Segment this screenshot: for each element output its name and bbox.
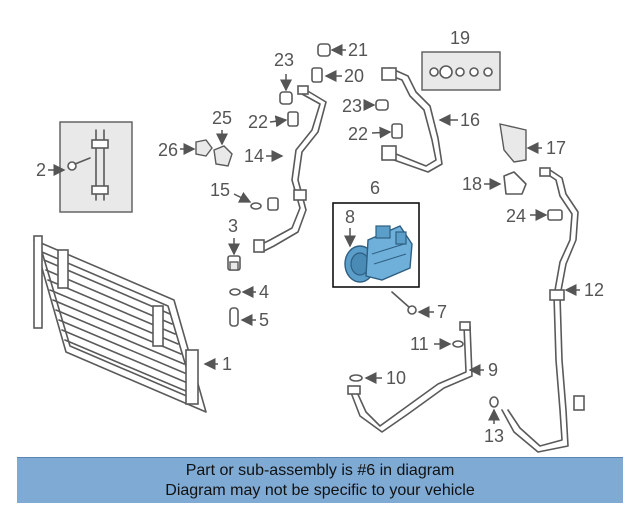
hose-part-16[interactable] xyxy=(381,67,443,173)
callout-24: 24 xyxy=(506,206,548,226)
label-21: 21 xyxy=(348,40,368,60)
callout-5: 5 xyxy=(240,310,269,330)
callout-16: 16 xyxy=(438,110,480,130)
callout-21: 21 xyxy=(330,40,368,60)
callout-23-right: 23 xyxy=(342,96,376,116)
label-16: 16 xyxy=(460,110,480,130)
label-23-right: 23 xyxy=(342,96,362,116)
clip-part-25[interactable] xyxy=(213,145,233,167)
callout-18: 18 xyxy=(462,174,502,194)
switch-part-3[interactable] xyxy=(227,255,241,271)
callout-7: 7 xyxy=(417,302,447,322)
label-24: 24 xyxy=(506,206,526,226)
label-7: 7 xyxy=(437,302,447,322)
callout-8: 8 xyxy=(344,207,356,248)
cap-part-23-right[interactable] xyxy=(375,99,389,111)
label-26: 26 xyxy=(158,140,178,160)
o-ring-part-13[interactable] xyxy=(489,396,499,408)
label-2: 2 xyxy=(36,160,46,180)
callout-23-left: 23 xyxy=(274,50,294,92)
callout-4: 4 xyxy=(241,282,269,302)
callout-20: 20 xyxy=(324,66,364,86)
callout-14: 14 xyxy=(244,146,284,166)
label-6: 6 xyxy=(370,178,380,198)
o-ring-part-10[interactable] xyxy=(349,374,363,382)
label-5: 5 xyxy=(259,310,269,330)
callout-15: 15 xyxy=(210,180,252,203)
condenser-part-1[interactable] xyxy=(33,235,207,413)
bolt-part-7[interactable] xyxy=(391,291,417,315)
label-12: 12 xyxy=(584,280,604,300)
bracket-part-2[interactable] xyxy=(59,121,133,213)
label-11: 11 xyxy=(410,334,429,354)
callout-19: 19 xyxy=(450,28,470,48)
label-3: 3 xyxy=(228,216,238,236)
seal-kit-part-19[interactable] xyxy=(421,51,501,91)
callout-22-right: 22 xyxy=(348,124,392,144)
notice-line-1: Part or sub-assembly is #6 in diagram xyxy=(185,462,455,479)
nut-part-26[interactable] xyxy=(195,139,213,157)
label-4: 4 xyxy=(259,282,269,302)
label-22-right: 22 xyxy=(348,124,368,144)
notice-line-2: Diagram may not be specific to your vehi… xyxy=(165,482,475,499)
hose-part-14[interactable] xyxy=(253,85,327,253)
label-20: 20 xyxy=(344,66,364,86)
label-9: 9 xyxy=(488,360,498,380)
label-25: 25 xyxy=(212,108,232,128)
o-ring-part-15[interactable] xyxy=(250,197,279,211)
clip-part-18[interactable] xyxy=(503,171,527,195)
callout-1: 1 xyxy=(203,354,232,374)
valve-part-5[interactable] xyxy=(229,307,239,327)
valve-part-20[interactable] xyxy=(311,67,323,83)
label-22-left: 22 xyxy=(248,112,268,132)
label-19: 19 xyxy=(450,28,470,48)
callout-11: 11 xyxy=(410,334,452,354)
label-23-left: 23 xyxy=(274,50,294,70)
o-ring-part-11[interactable] xyxy=(452,340,464,348)
cap-part-23-left[interactable] xyxy=(279,91,293,105)
callout-3: 3 xyxy=(228,216,240,256)
diagram-notice-banner: Part or sub-assembly is #6 in diagram Di… xyxy=(17,457,623,503)
callout-6: 6 xyxy=(370,178,380,198)
o-ring-part-4[interactable] xyxy=(229,288,241,296)
callout-2: 2 xyxy=(36,160,66,180)
label-13: 13 xyxy=(484,426,504,446)
label-15: 15 xyxy=(210,180,230,200)
label-14: 14 xyxy=(244,146,264,166)
label-17: 17 xyxy=(546,138,566,158)
valve-part-22-right[interactable] xyxy=(391,123,403,139)
cap-part-21[interactable] xyxy=(317,43,331,57)
callout-10: 10 xyxy=(364,368,406,388)
callout-25: 25 xyxy=(212,108,232,146)
label-8: 8 xyxy=(345,207,355,227)
callout-13: 13 xyxy=(484,408,504,446)
callout-17: 17 xyxy=(526,138,566,158)
callout-22-left: 22 xyxy=(248,112,288,132)
callout-12: 12 xyxy=(564,280,604,300)
valve-part-22-left[interactable] xyxy=(287,111,299,127)
label-18: 18 xyxy=(462,174,482,194)
pressure-switch-part-24[interactable] xyxy=(547,209,563,221)
label-10: 10 xyxy=(386,368,406,388)
callout-26: 26 xyxy=(158,140,196,160)
hose-part-9[interactable] xyxy=(347,321,473,433)
bracket-part-17[interactable] xyxy=(499,123,527,163)
callout-9: 9 xyxy=(468,360,498,380)
label-1: 1 xyxy=(222,354,232,374)
hose-part-12[interactable] xyxy=(501,167,585,453)
